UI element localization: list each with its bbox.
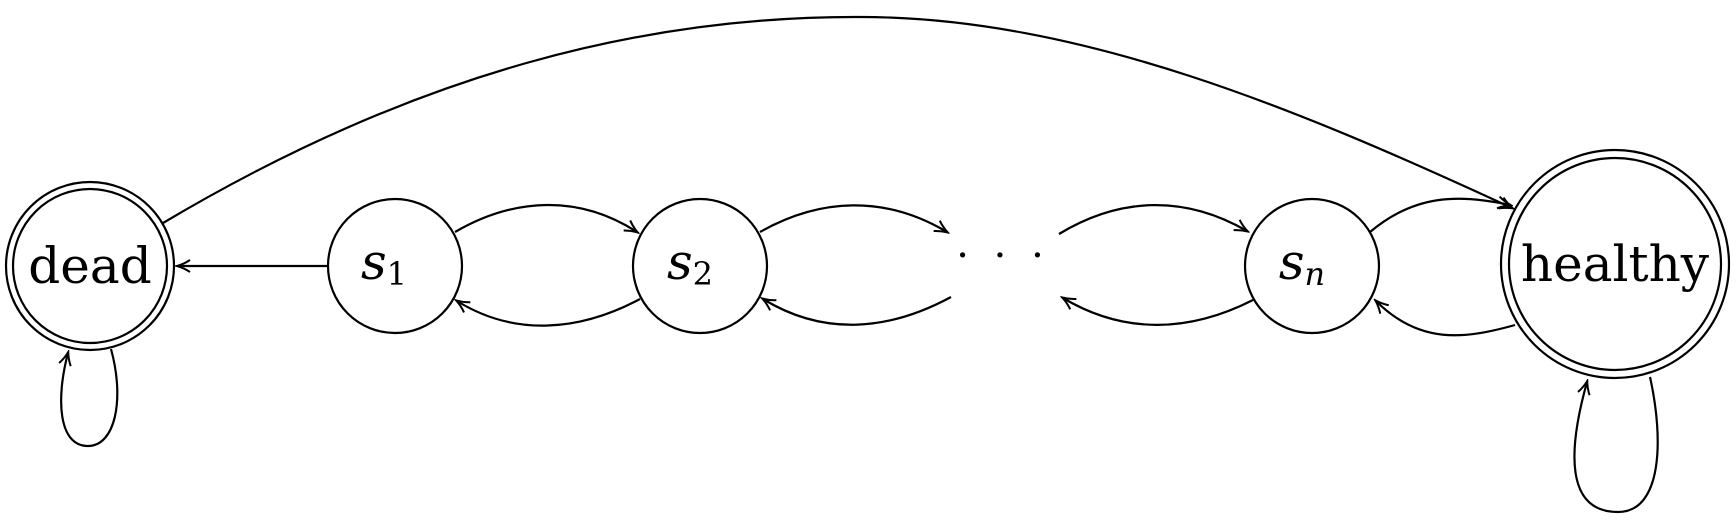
edge-s2-to-s1 [457, 298, 641, 327]
state-label-s1-base: s [361, 233, 387, 291]
edge-sn-to-ellipsis [1063, 298, 1254, 326]
state-sn: sn [1243, 197, 1381, 335]
state-label-sn-sub: n [1305, 255, 1326, 293]
edge-s1-to-s2 [454, 203, 637, 232]
state-label-s1-sub: 1 [387, 255, 407, 293]
state-label-s2-sub: 2 [693, 255, 713, 293]
accepting-inner-ring [11, 187, 169, 345]
edge-healthy-self-loop [1573, 376, 1659, 514]
svg-text:s1: s1 [361, 233, 407, 293]
state-dead: dead [4, 180, 176, 352]
state-s2: s2 [631, 197, 769, 335]
edge-s2-to-ellipsis [759, 204, 947, 232]
state-label-s2-base: s [667, 233, 693, 291]
svg-text:s2: s2 [667, 233, 713, 293]
edge-ellipsis-to-sn [1058, 204, 1247, 235]
state-healthy: healthy [1499, 148, 1731, 380]
state-label-sn-base: s [1279, 233, 1305, 291]
state-label-healthy: healthy [1521, 235, 1710, 293]
svg-text:sn: sn [1279, 233, 1325, 293]
accepting-outer-ring [1499, 148, 1731, 380]
state-label-dead: dead [28, 237, 151, 295]
state-s1: s1 [326, 197, 464, 335]
edge-ellipsis-to-s2 [763, 296, 952, 326]
ellipsis-label: · · · [956, 233, 1050, 279]
edge-dead-to-healthy [162, 15, 1512, 224]
accepting-inner-ring [1507, 156, 1723, 372]
edge-sn-to-healthy [1369, 199, 1510, 233]
accepting-outer-ring [4, 180, 176, 352]
edge-dead-self-loop [61, 349, 119, 448]
edge-healthy-to-sn [1376, 301, 1516, 337]
